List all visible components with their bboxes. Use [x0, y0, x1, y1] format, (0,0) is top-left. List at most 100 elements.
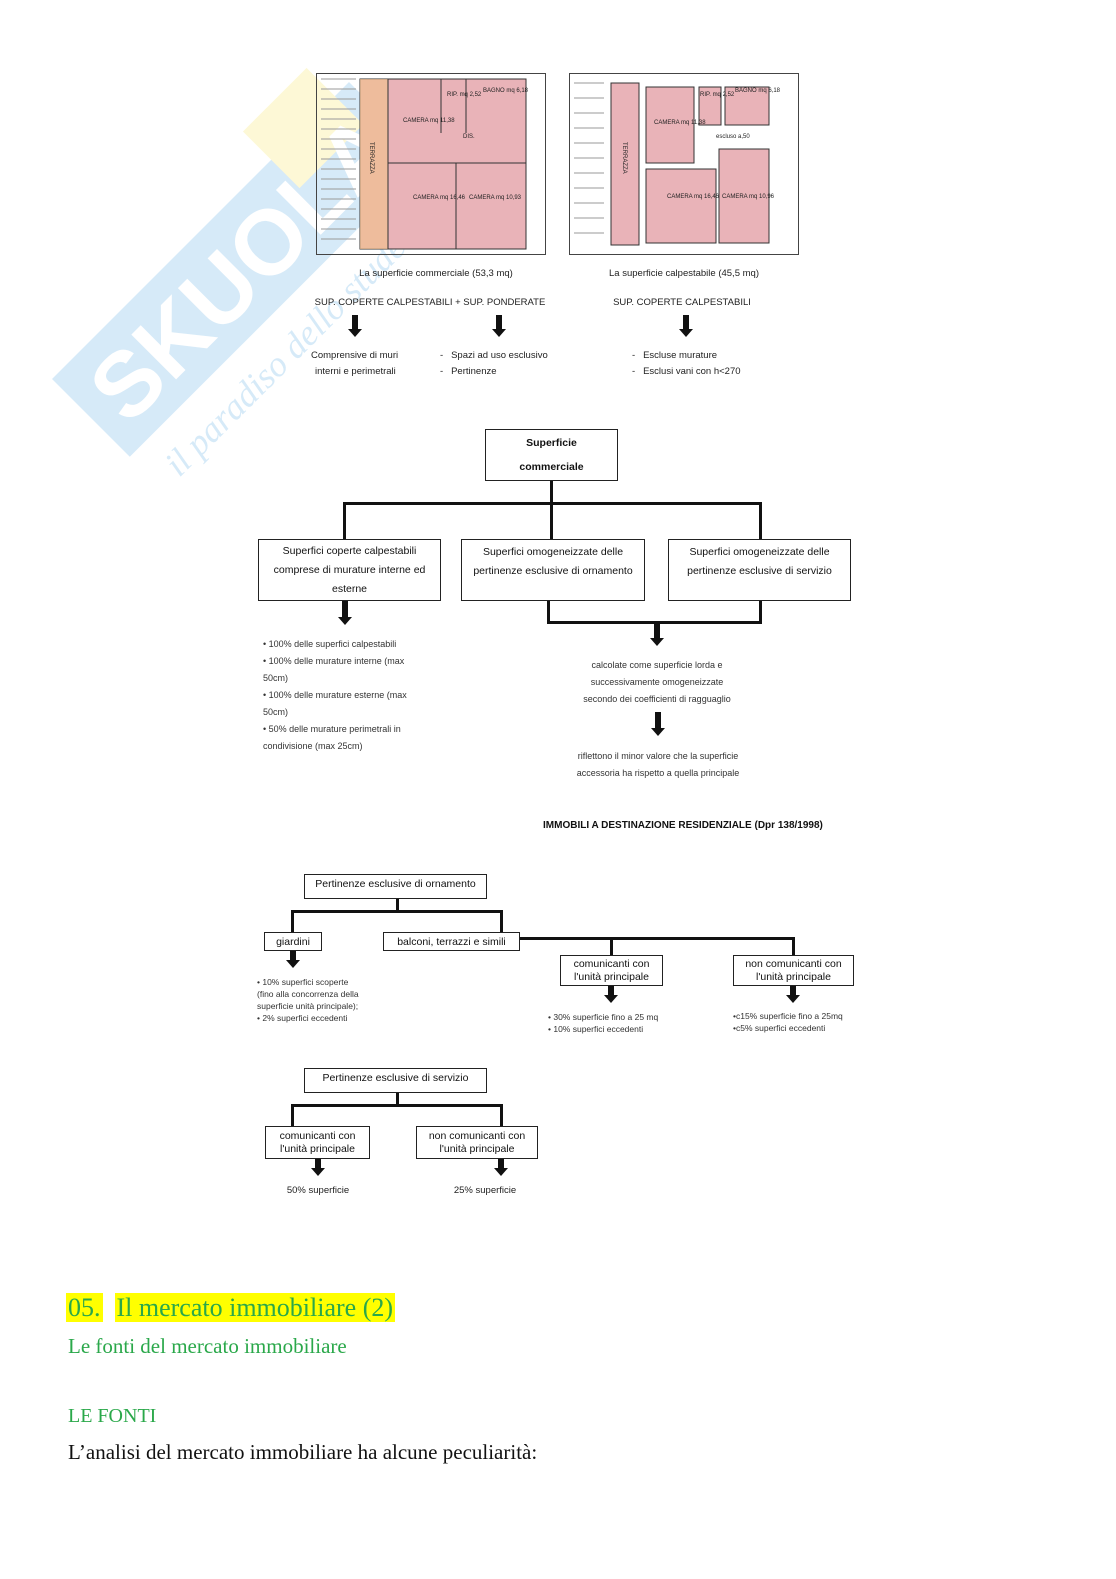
floor-plan-commercial	[316, 73, 546, 255]
connector	[792, 937, 795, 955]
connector	[343, 502, 762, 505]
note-bullet: - Esclusi vani con h<270	[632, 366, 741, 377]
box-line: comprese di murature interne ed	[273, 563, 426, 576]
box-line: l'unità principale	[280, 1143, 355, 1155]
note: successivamente omogeneizzate	[590, 677, 724, 687]
room-label: CAMERA mq 11,38	[403, 118, 455, 124]
note: •c15% superficie fino a 25mq	[733, 1011, 843, 1021]
connector	[759, 601, 762, 623]
section-title: Il mercato immobiliare (2)	[114, 1293, 396, 1322]
connector	[396, 1093, 399, 1106]
servizio-noncom-note: 25% superficie	[453, 1185, 517, 1196]
formula-commercial: SUP. COPERTE CALPESTABILI + SUP. PONDERA…	[314, 297, 546, 308]
note: accessoria ha rispetto a quella principa…	[576, 768, 740, 778]
box-ornamento-root: Pertinenze esclusive di ornamento	[304, 874, 487, 899]
note: •c5% superfici eccedenti	[733, 1023, 826, 1033]
section-heading: 05. Il mercato immobiliare (2)	[66, 1285, 396, 1331]
connector	[550, 481, 553, 539]
box-line: Superfici omogeneizzate delle	[689, 546, 830, 558]
note: • 100% delle murature interne (max	[263, 656, 405, 666]
room-label: RIP. mq 2,52	[447, 92, 482, 98]
box-line: Superfici coperte calpestabili	[282, 544, 417, 557]
room-label: CAMERA mq 16,46	[667, 194, 720, 200]
note: condivisione (max 25cm)	[263, 741, 363, 751]
connector	[291, 910, 503, 913]
plan-caption-commercial: La superficie commerciale (53,3 mq)	[359, 268, 513, 279]
box-line: Superficie	[526, 437, 577, 449]
box-line: pertinenze esclusive di ornamento	[473, 565, 633, 577]
box-line: esterne	[331, 582, 368, 595]
box-line: comunicanti con	[279, 1130, 356, 1142]
residential-title: IMMOBILI A DESTINAZIONE RESIDENZIALE (Dp…	[543, 820, 823, 831]
room-label: CAMERA mq 10,93	[469, 195, 522, 201]
note: superficie unità principale);	[257, 1001, 359, 1011]
connector	[520, 937, 795, 940]
connector	[610, 937, 613, 955]
connector	[396, 899, 399, 912]
room-label: escluso a,50	[716, 134, 750, 140]
box-line: pertinenze esclusive di servizio	[687, 565, 832, 577]
note: • 30% superficie fino a 25 mq	[548, 1012, 659, 1022]
connector	[759, 502, 762, 539]
skuola-watermark-logo: SKUOLA il paradiso dello studente	[52, 67, 444, 484]
section-number: 05.	[66, 1293, 103, 1322]
connector	[291, 1104, 503, 1107]
box-superfici-coperte: Superfici coperte calpestabili comprese d…	[258, 539, 441, 601]
note: Esclusi vani con h<270	[643, 366, 741, 377]
connector	[291, 910, 294, 932]
note-bullet: - Spazi ad uso esclusivo	[440, 350, 548, 361]
note: Spazi ad uso esclusivo	[451, 350, 548, 361]
connector	[500, 1104, 503, 1126]
box-line: Superfici omogeneizzate delle	[482, 546, 624, 558]
room-label: DIS.	[463, 134, 475, 140]
box-balconi: balconi, terrazzi e simili	[383, 932, 520, 951]
box-line: comunicanti con	[573, 958, 650, 970]
room-label: RIP. mq 2,52	[700, 92, 735, 98]
omogeneizzate-notes: calcolate come superficie lorda e succes…	[583, 657, 730, 708]
box-line: non comunicanti con	[428, 1130, 526, 1142]
room-label-terrazza: TERRAZZA	[621, 142, 627, 174]
box-giardini: giardini	[264, 932, 322, 951]
comunicanti-notes: • 30% superficie fino a 25 mq • 10% supe…	[548, 1011, 658, 1035]
box-line: non comunicanti con	[745, 958, 842, 970]
note: calcolate come superficie lorda e	[591, 660, 723, 670]
plan-caption-walkable: La superficie calpestabile (45,5 mq)	[609, 268, 759, 279]
note: 50cm)	[263, 707, 289, 717]
note-bullet: - Pertinenze	[440, 366, 497, 377]
note: riflettono il minor valore che la superf…	[577, 751, 739, 761]
note: Pertinenze	[451, 366, 497, 377]
note: interni e perimetrali	[315, 366, 396, 377]
note: • 10% superfici eccedenti	[548, 1024, 644, 1034]
root-box-superficie-commerciale: Superficie commerciale	[485, 429, 618, 481]
connector	[547, 601, 550, 623]
note-bullet: - Escluse murature	[632, 350, 718, 361]
connector	[343, 502, 346, 539]
room-label-terrazza: TERRAZZA	[368, 142, 374, 174]
box-line: commerciale	[519, 461, 584, 473]
note: Escluse murature	[643, 350, 718, 361]
note: 50cm)	[263, 673, 289, 683]
box-pertinenze-ornamento: Superfici omogeneizzate delle pertinenze …	[461, 539, 645, 601]
box-pertinenze-servizio: Superfici omogeneizzate delle pertinenze …	[668, 539, 851, 601]
room-label: CAMERA mq 11,38	[654, 120, 706, 126]
note: • 50% delle murature perimetrali in	[263, 724, 401, 734]
note: Comprensive di muri	[311, 350, 399, 361]
room-label: BAGNO mq 6,18	[735, 88, 781, 94]
note: • 100% delle murature esterne (max	[263, 690, 407, 700]
subsection-heading: LE FONTI	[68, 1405, 157, 1427]
note: (fino alla concorrenza della	[257, 989, 359, 999]
valore-notes: riflettono il minor valore che la superf…	[577, 748, 740, 782]
room-label: CAMERA mq 16,46	[413, 195, 466, 201]
body-paragraph: L’analisi del mercato immobiliare ha alc…	[68, 1440, 538, 1464]
room-label: CAMERA mq 10,96	[722, 194, 775, 200]
note: secondo dei coefficienti di ragguaglio	[583, 694, 731, 704]
servizio-com-note: 50% superficie	[286, 1185, 350, 1196]
box-line: l'unità principale	[574, 971, 649, 983]
giardini-notes: • 10% superfici scoperte (fino alla conc…	[257, 976, 359, 1024]
box-line: l'unità principale	[756, 971, 831, 983]
